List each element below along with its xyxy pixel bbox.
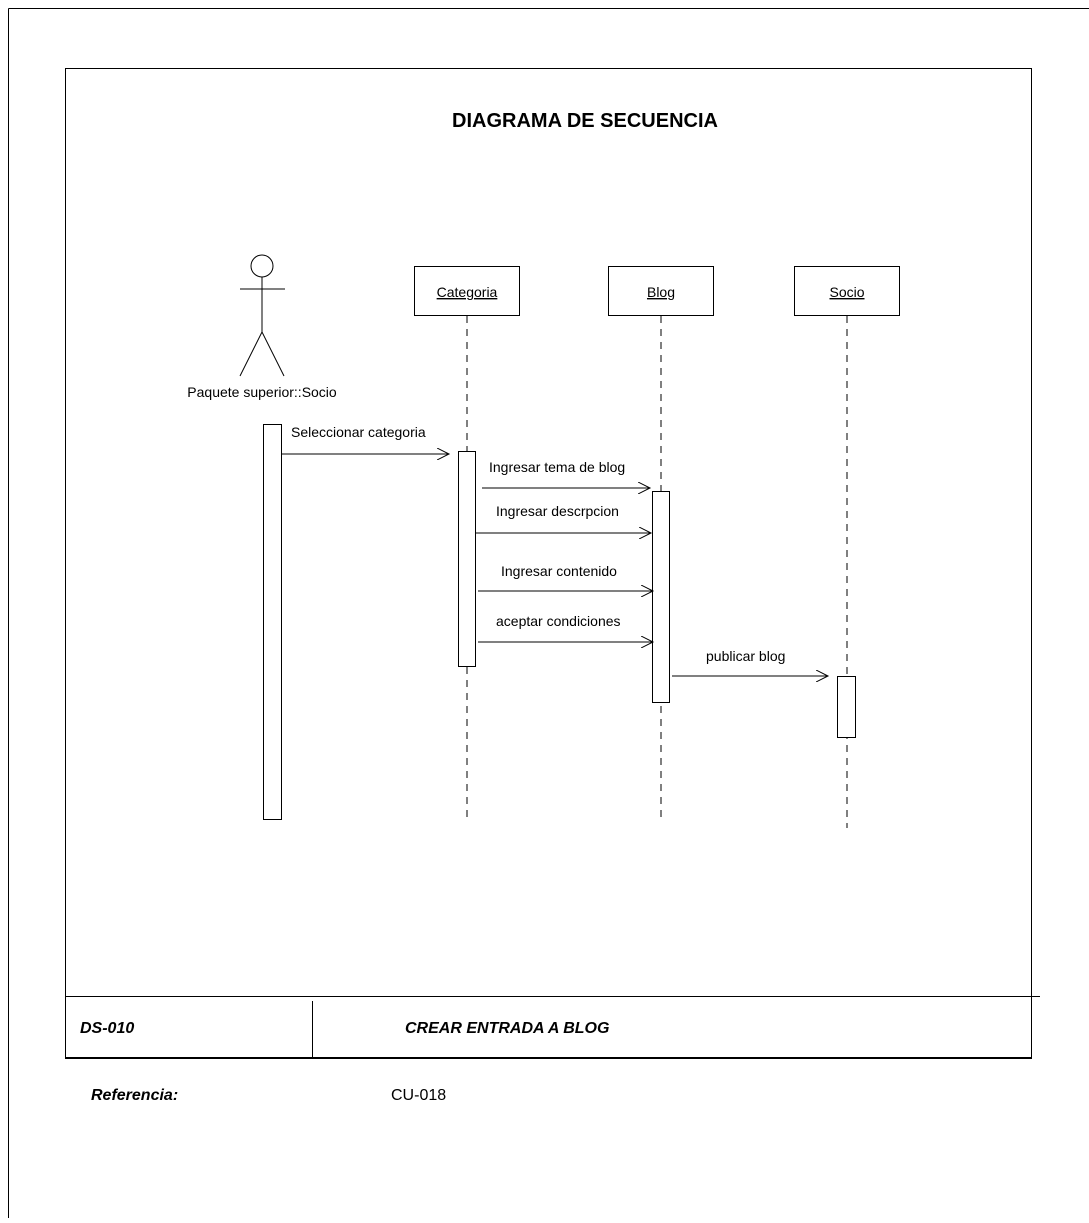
lifeline-label-categoria: Categoria bbox=[437, 284, 498, 300]
message-label-2: Ingresar tema de blog bbox=[489, 459, 625, 475]
lifeline-label-blog: Blog bbox=[647, 284, 675, 300]
message-label-6: publicar blog bbox=[706, 648, 785, 664]
message-label-4: Ingresar contenido bbox=[501, 563, 617, 579]
actor-stick-figure bbox=[239, 254, 285, 377]
footer-name: CREAR ENTRADA A BLOG bbox=[405, 1020, 610, 1037]
footer-reference-label: Referencia: bbox=[91, 1087, 179, 1104]
activation-blog bbox=[652, 491, 670, 703]
diagram-title: DIAGRAMA DE SECUENCIA bbox=[452, 110, 718, 132]
lifeline-label-socio: Socio bbox=[829, 284, 864, 300]
actor-label: Paquete superior::Socio bbox=[187, 384, 337, 400]
message-label-5: aceptar condiciones bbox=[496, 613, 621, 629]
message-label-3: Ingresar descrpcion bbox=[496, 503, 619, 519]
message-label-1: Seleccionar categoria bbox=[291, 424, 426, 440]
lifeline-box-socio bbox=[794, 266, 900, 316]
lifeline-box-categoria bbox=[414, 266, 520, 316]
activation-categoria bbox=[458, 451, 476, 667]
actor-right-leg bbox=[261, 331, 285, 377]
actor-left-leg bbox=[239, 331, 263, 377]
activation-socio bbox=[837, 676, 856, 738]
footer-code: DS-010 bbox=[80, 1020, 135, 1037]
activation-actor bbox=[263, 424, 282, 820]
diagram-frame bbox=[65, 68, 1032, 1059]
footer-reference-value: CU-018 bbox=[391, 1087, 447, 1104]
lifeline-box-blog bbox=[608, 266, 714, 316]
actor-head bbox=[250, 254, 274, 278]
